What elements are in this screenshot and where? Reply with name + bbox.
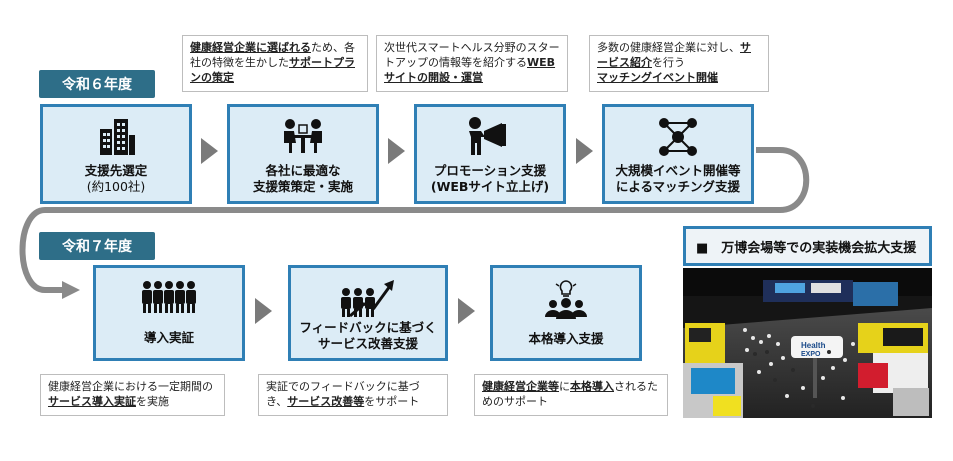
step-matching-event: 大規模イベント開催等 によるマッチング支援 bbox=[602, 104, 754, 204]
step-full-introduction: 本格導入支援 bbox=[490, 265, 642, 361]
flow-arrow-2 bbox=[388, 138, 405, 164]
step-3-title: プロモーション支援 bbox=[433, 163, 547, 178]
step-6-title: フィードバックに基づく bbox=[299, 320, 437, 335]
growth-chart-icon bbox=[341, 280, 394, 318]
step-2-subtitle: 支援策策定・実施 bbox=[252, 179, 353, 194]
megaphone-icon bbox=[469, 117, 506, 155]
expo-section-title: ■ 万博会場等での実装機会拡大支援 bbox=[683, 226, 932, 266]
note-support-plan: 健康経営企業に選ばれるため、各社の特徴を生かしたサポートプランの策定 bbox=[182, 35, 368, 92]
step-2-title: 各社に最適な bbox=[265, 163, 341, 178]
step-1-title: 支援先選定 bbox=[84, 163, 148, 178]
buildings-icon bbox=[100, 119, 135, 155]
step-1-subtitle: (約100社) bbox=[86, 179, 146, 194]
step-6-subtitle: サービス改善支援 bbox=[317, 336, 418, 351]
note-trial: 健康経営企業における一定期間のサービス導入実証を実施 bbox=[40, 374, 225, 416]
expo-sign-health: Health bbox=[801, 341, 826, 350]
meeting-icon bbox=[284, 119, 322, 153]
step-select-support-target: 支援先選定 (約100社) bbox=[40, 104, 192, 204]
note-matching-event: 多数の健康経営企業に対し、サービス紹介を行うマッチングイベント開催 bbox=[589, 35, 769, 92]
flow-arrow-4 bbox=[255, 298, 272, 324]
step-promotion-support: プロモーション支援 (WEBサイト立上げ) bbox=[414, 104, 566, 204]
expo-sign-expo: EXPO bbox=[801, 351, 821, 358]
note-full-introduction: 健康経営企業等に本格導入されるためのサポート bbox=[474, 374, 668, 416]
network-icon bbox=[659, 118, 697, 156]
group-icon bbox=[142, 281, 196, 313]
note-website: 次世代スマートヘルス分野のスタートアップの情報等を紹介するWEBサイトの開設・運… bbox=[376, 35, 568, 92]
note-feedback: 実証でのフィードバックに基づき、サービス改善等をサポート bbox=[258, 374, 448, 416]
step-trial-introduction: 導入実証 bbox=[93, 265, 245, 361]
step-4-title: 大規模イベント開催等 bbox=[615, 163, 741, 178]
step-7-title: 本格導入支援 bbox=[528, 331, 604, 346]
expo-venue-image: Health EXPO bbox=[683, 268, 932, 418]
step-4-subtitle: によるマッチング支援 bbox=[615, 179, 741, 194]
step-3-subtitle: (WEBサイト立上げ) bbox=[430, 179, 550, 194]
step-5-title: 導入実証 bbox=[143, 330, 194, 345]
flow-arrow-1 bbox=[201, 138, 218, 164]
year-label-r7: 令和７年度 bbox=[39, 232, 155, 260]
step-support-strategy: 各社に最適な 支援策策定・実施 bbox=[227, 104, 379, 204]
year-label-r6: 令和６年度 bbox=[39, 70, 155, 98]
step-feedback-improvement: フィードバックに基づく サービス改善支援 bbox=[288, 265, 448, 361]
people-lightbulb-icon bbox=[545, 280, 587, 319]
flow-arrow-3 bbox=[576, 138, 593, 164]
flow-arrow-5 bbox=[458, 298, 475, 324]
